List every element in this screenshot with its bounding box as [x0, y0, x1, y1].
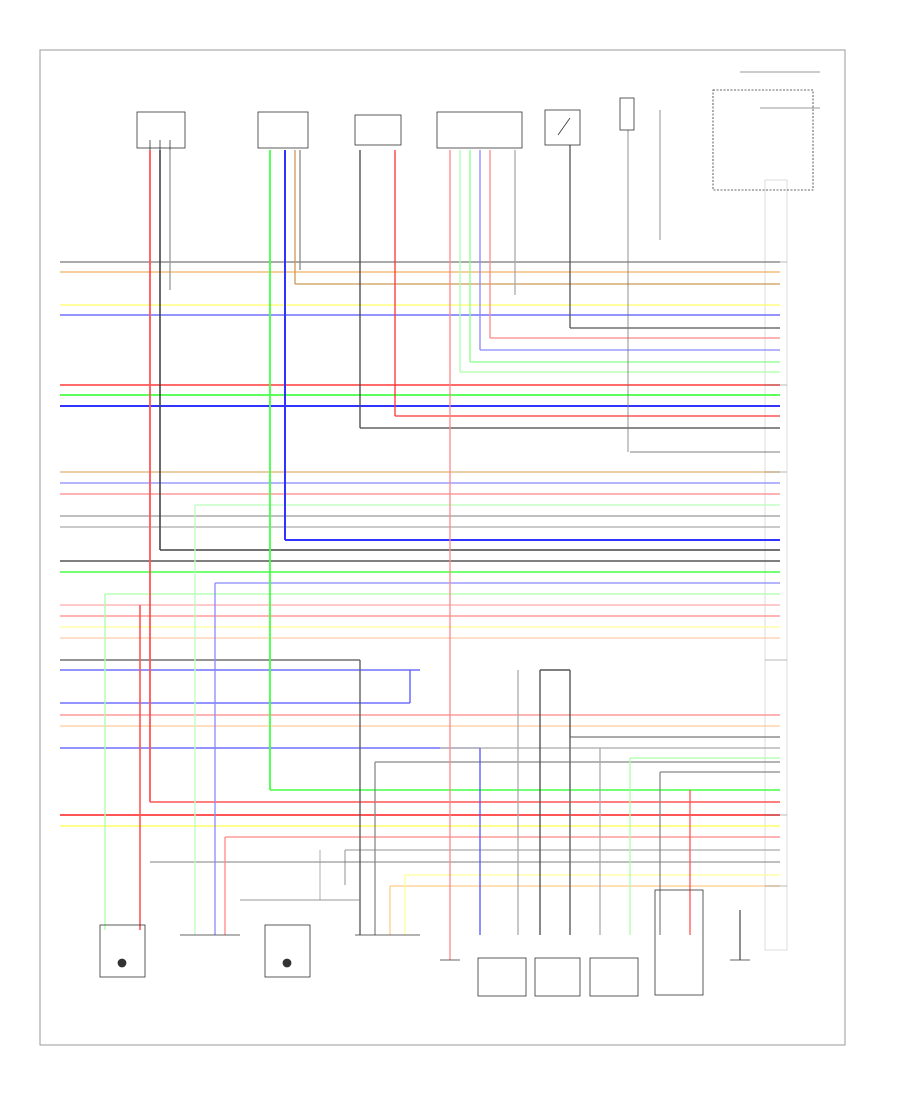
- wire-bus: [60, 261, 780, 887]
- top-center-sensor: [354, 114, 402, 146]
- left-front-o2-sensor: [136, 111, 186, 149]
- top-components: [136, 71, 820, 191]
- bottom-comp-8: [589, 957, 639, 997]
- wire-drops: [104, 110, 741, 960]
- bottom-comp-1: [99, 924, 146, 978]
- switch-top: [544, 109, 581, 146]
- bottom-comp-7: [534, 957, 581, 997]
- bottom-comp-9: [654, 889, 704, 996]
- top-right-box: [712, 89, 814, 191]
- bottom-comp-6: [477, 957, 527, 997]
- bottom-components: [99, 889, 750, 997]
- sensor-right-top: [436, 111, 523, 149]
- ecm-connector: [764, 179, 788, 951]
- fuse-top: [619, 97, 635, 131]
- diagram-frame: [39, 49, 846, 1046]
- bottom-comp-3: [264, 924, 311, 978]
- ecm-pins: [765, 261, 787, 887]
- right-rear-o2-sensor: [257, 111, 309, 149]
